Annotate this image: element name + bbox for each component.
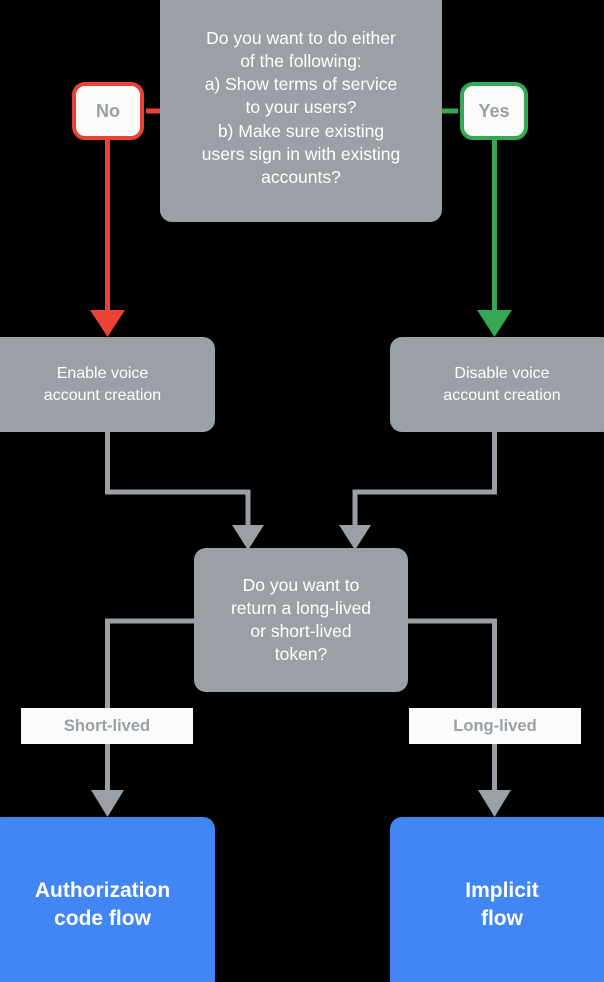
process-node-disable-voice-account-creation[interactable]: Disable voice account creation [390,337,604,432]
decision-node-terms-or-existing-accounts[interactable]: Do you want to do either of the followin… [160,0,442,222]
decision-node-token-lifetime[interactable]: Do you want to return a long-lived or sh… [194,548,408,692]
process-node-enable-text: Enable voice account creation [43,365,162,404]
terminal-node-authorization-code-flow[interactable]: Authorization code flow [0,817,215,982]
arrowhead-decision-to-implicit [478,790,511,817]
arrowhead-enable-to-decision [232,525,264,550]
edge-enable-to-decision [105,432,251,527]
edge-label-short-lived-text: Short-lived [63,716,151,735]
arrowhead-no-to-enable [90,310,125,337]
edge-disable-to-decision [352,432,497,527]
decision-node-terms-text: Do you want to do either of the followin… [201,28,401,187]
arrowhead-yes-to-disable [477,310,512,337]
terminal-node-implicit-flow[interactable]: Implicit flow [390,817,604,982]
terminal-node-authorization-code-flow-text: Authorization code flow [34,878,171,930]
edge-label-short-lived: Short-lived [21,708,193,744]
edge-decision-to-implicit [408,618,497,792]
answer-badge-no[interactable]: No [72,82,144,140]
answer-badge-no-label: No [96,100,120,121]
answer-badge-yes-label: Yes [478,100,510,121]
arrowhead-disable-to-decision [339,525,371,550]
process-node-enable-voice-account-creation[interactable]: Enable voice account creation [0,337,215,432]
edge-decision-to-auth [105,618,194,792]
process-node-disable-text: Disable voice account creation [443,365,561,404]
edge-label-long-lived-text: Long-lived [453,716,537,735]
terminal-node-implicit-flow-text: Implicit flow [465,878,539,930]
edge-label-long-lived: Long-lived [409,708,581,744]
arrowhead-decision-to-auth [91,790,124,817]
decision-node-token-text: Do you want to return a long-lived or sh… [230,574,372,665]
answer-badge-yes[interactable]: Yes [460,82,528,140]
